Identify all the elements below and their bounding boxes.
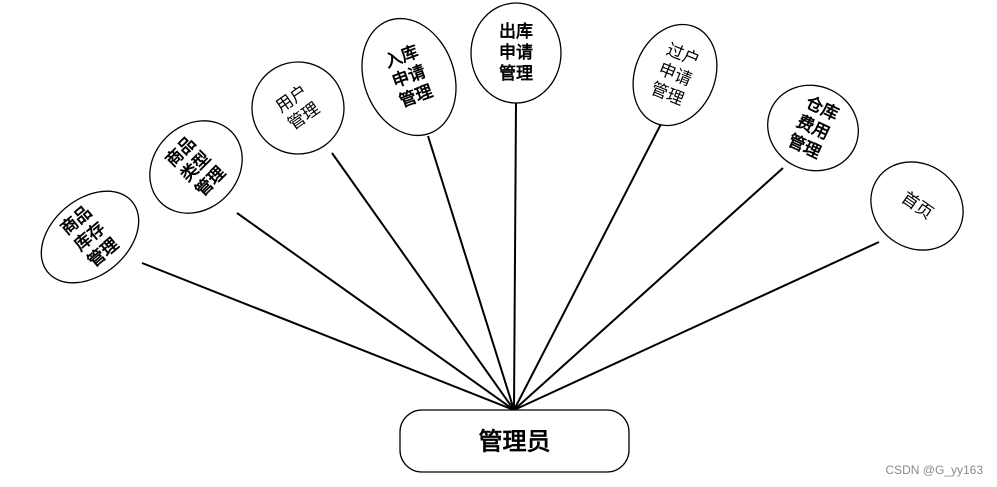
edge-module-transfer xyxy=(513,123,662,411)
module-fee-ellipse xyxy=(767,84,859,172)
module-outbound-label-line: 管理 xyxy=(499,63,533,84)
edge-module-fee xyxy=(513,167,784,411)
module-transfer-ellipse xyxy=(632,23,718,127)
watermark: CSDN @G_yy163 xyxy=(885,463,983,477)
edge-module-user xyxy=(331,152,515,411)
module-outbound-label-line: 申请 xyxy=(499,42,533,63)
root-node-box xyxy=(399,409,630,473)
module-inbound-ellipse xyxy=(361,17,457,137)
diagram-nodes: 商品库存管理商品类型管理用户管理入库申请管理出库申请管理过户申请管理仓库费用管理… xyxy=(40,2,964,284)
edge-module-home xyxy=(513,241,880,411)
edge-module-inbound xyxy=(427,135,515,411)
root-node-label: 管理员 xyxy=(479,428,551,456)
module-inventory-ellipse xyxy=(40,190,140,284)
module-outbound-ellipse xyxy=(470,2,562,104)
module-home: 首页 xyxy=(870,161,964,251)
diagram-edges xyxy=(141,102,880,411)
module-outbound-label-line: 出库 xyxy=(499,21,533,42)
module-home-ellipse xyxy=(870,161,964,251)
root-node: 管理员 xyxy=(399,409,630,473)
edge-module-inventory xyxy=(141,262,515,411)
edge-module-category xyxy=(236,212,515,411)
edge-module-outbound xyxy=(513,102,517,411)
module-user-ellipse xyxy=(251,61,345,155)
module-category-ellipse xyxy=(149,120,243,214)
